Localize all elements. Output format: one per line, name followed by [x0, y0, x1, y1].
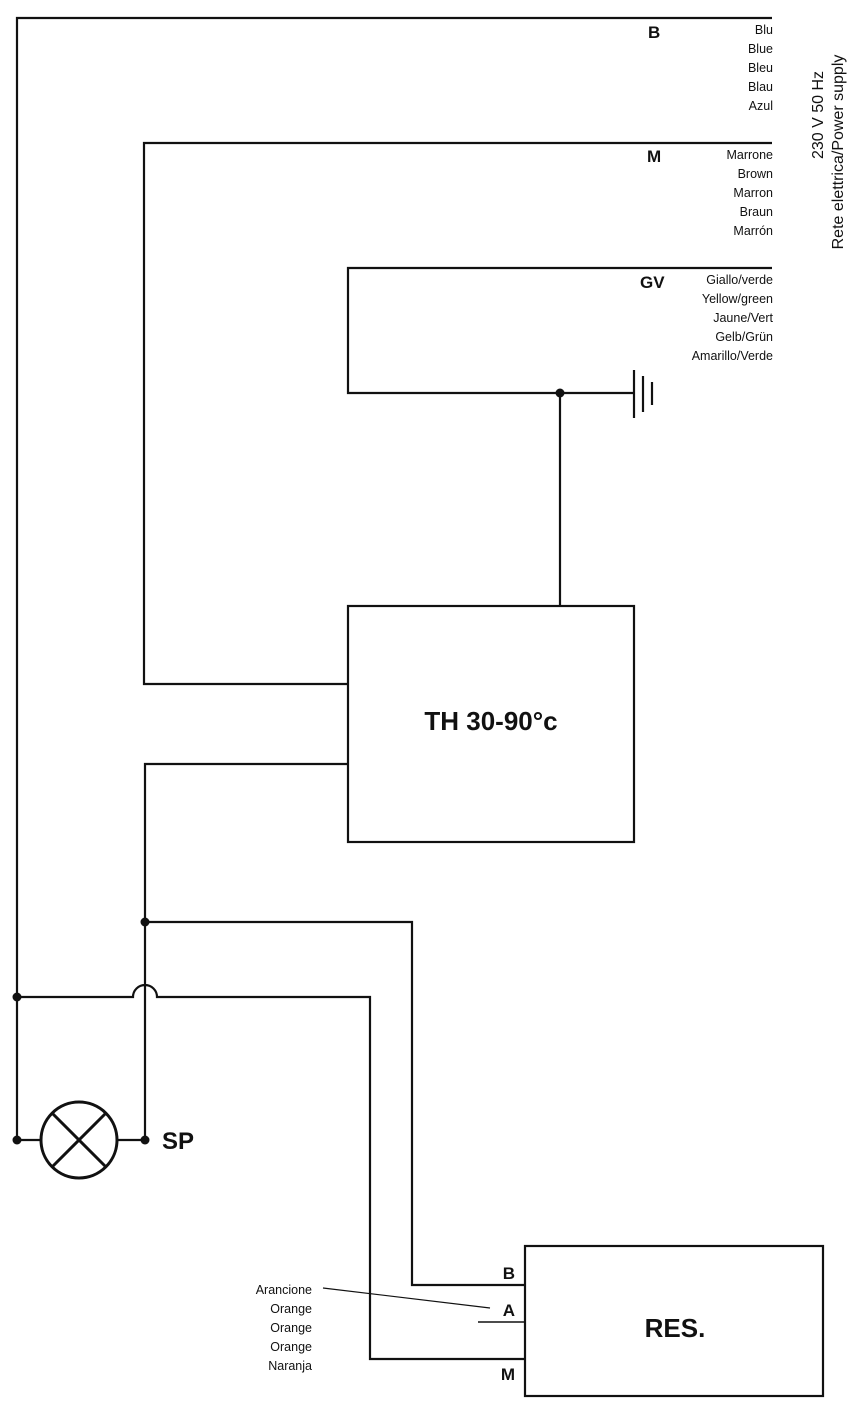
blue-name: Blau [748, 80, 773, 94]
earth-name: Amarillo/Verde [692, 349, 773, 363]
wire-blue [15, 16, 772, 1140]
thermostat-box [346, 604, 636, 844]
blue-name: Blue [748, 42, 773, 56]
blue-name: Bleu [748, 61, 773, 75]
earth-name: Jaune/Vert [713, 311, 773, 325]
lamp-sp [17, 1100, 145, 1180]
res-terminal-b: B [503, 1264, 515, 1283]
wire-earth [346, 266, 772, 395]
orange-name: Orange [270, 1302, 312, 1316]
earth-name: Giallo/verde [706, 273, 773, 287]
code-brown: M [647, 147, 661, 166]
wire-to-res-m [17, 983, 525, 1361]
orange-name: Orange [270, 1321, 312, 1335]
wire-brown [142, 141, 772, 686]
orange-name: Orange [270, 1340, 312, 1354]
res-terminal-a: A [503, 1301, 515, 1320]
junction-lamp-right [140, 1135, 150, 1145]
blue-name: Azul [749, 99, 773, 113]
lamp-label: SP [162, 1128, 194, 1155]
orange-names: Arancione Orange Orange Orange Naranja [256, 1283, 312, 1373]
wire-thermostat-out [143, 762, 348, 1140]
res-terminal-m: M [501, 1365, 515, 1384]
blue-name: Blu [755, 23, 773, 37]
brown-name: Braun [740, 205, 773, 219]
wire-to-res-b [145, 920, 525, 1287]
thermostat-label: TH 30-90°c [424, 706, 557, 736]
junction-earth [555, 388, 565, 398]
supply-label: Rete elettrica/Power supply [830, 55, 847, 250]
code-blue: B [648, 23, 660, 42]
earth-names: Giallo/verde Yellow/green Jaune/Vert Gel… [692, 273, 774, 363]
supply-voltage: 230 V 50 Hz [810, 71, 827, 159]
blue-names: Blu Blue Bleu Blau Azul [748, 23, 773, 113]
earth-ground-icon [632, 370, 654, 418]
brown-name: Marron [733, 186, 773, 200]
orange-name: Arancione [256, 1283, 312, 1297]
brown-name: Marrón [733, 224, 773, 238]
junction-thermostat-branch [140, 917, 150, 927]
junction-lamp-left [12, 1135, 22, 1145]
resistor-box [523, 1244, 825, 1398]
junction-blue-branch [12, 992, 22, 1002]
resistor-label: RES. [645, 1313, 706, 1343]
brown-name: Marrone [726, 148, 773, 162]
brown-names: Marrone Brown Marron Braun Marrón [726, 148, 773, 238]
orange-leader-line [322, 1287, 491, 1309]
earth-name: Gelb/Grün [715, 330, 773, 344]
brown-name: Brown [738, 167, 773, 181]
earth-name: Yellow/green [702, 292, 773, 306]
orange-name: Naranja [268, 1359, 312, 1373]
code-earth: GV [640, 273, 665, 292]
